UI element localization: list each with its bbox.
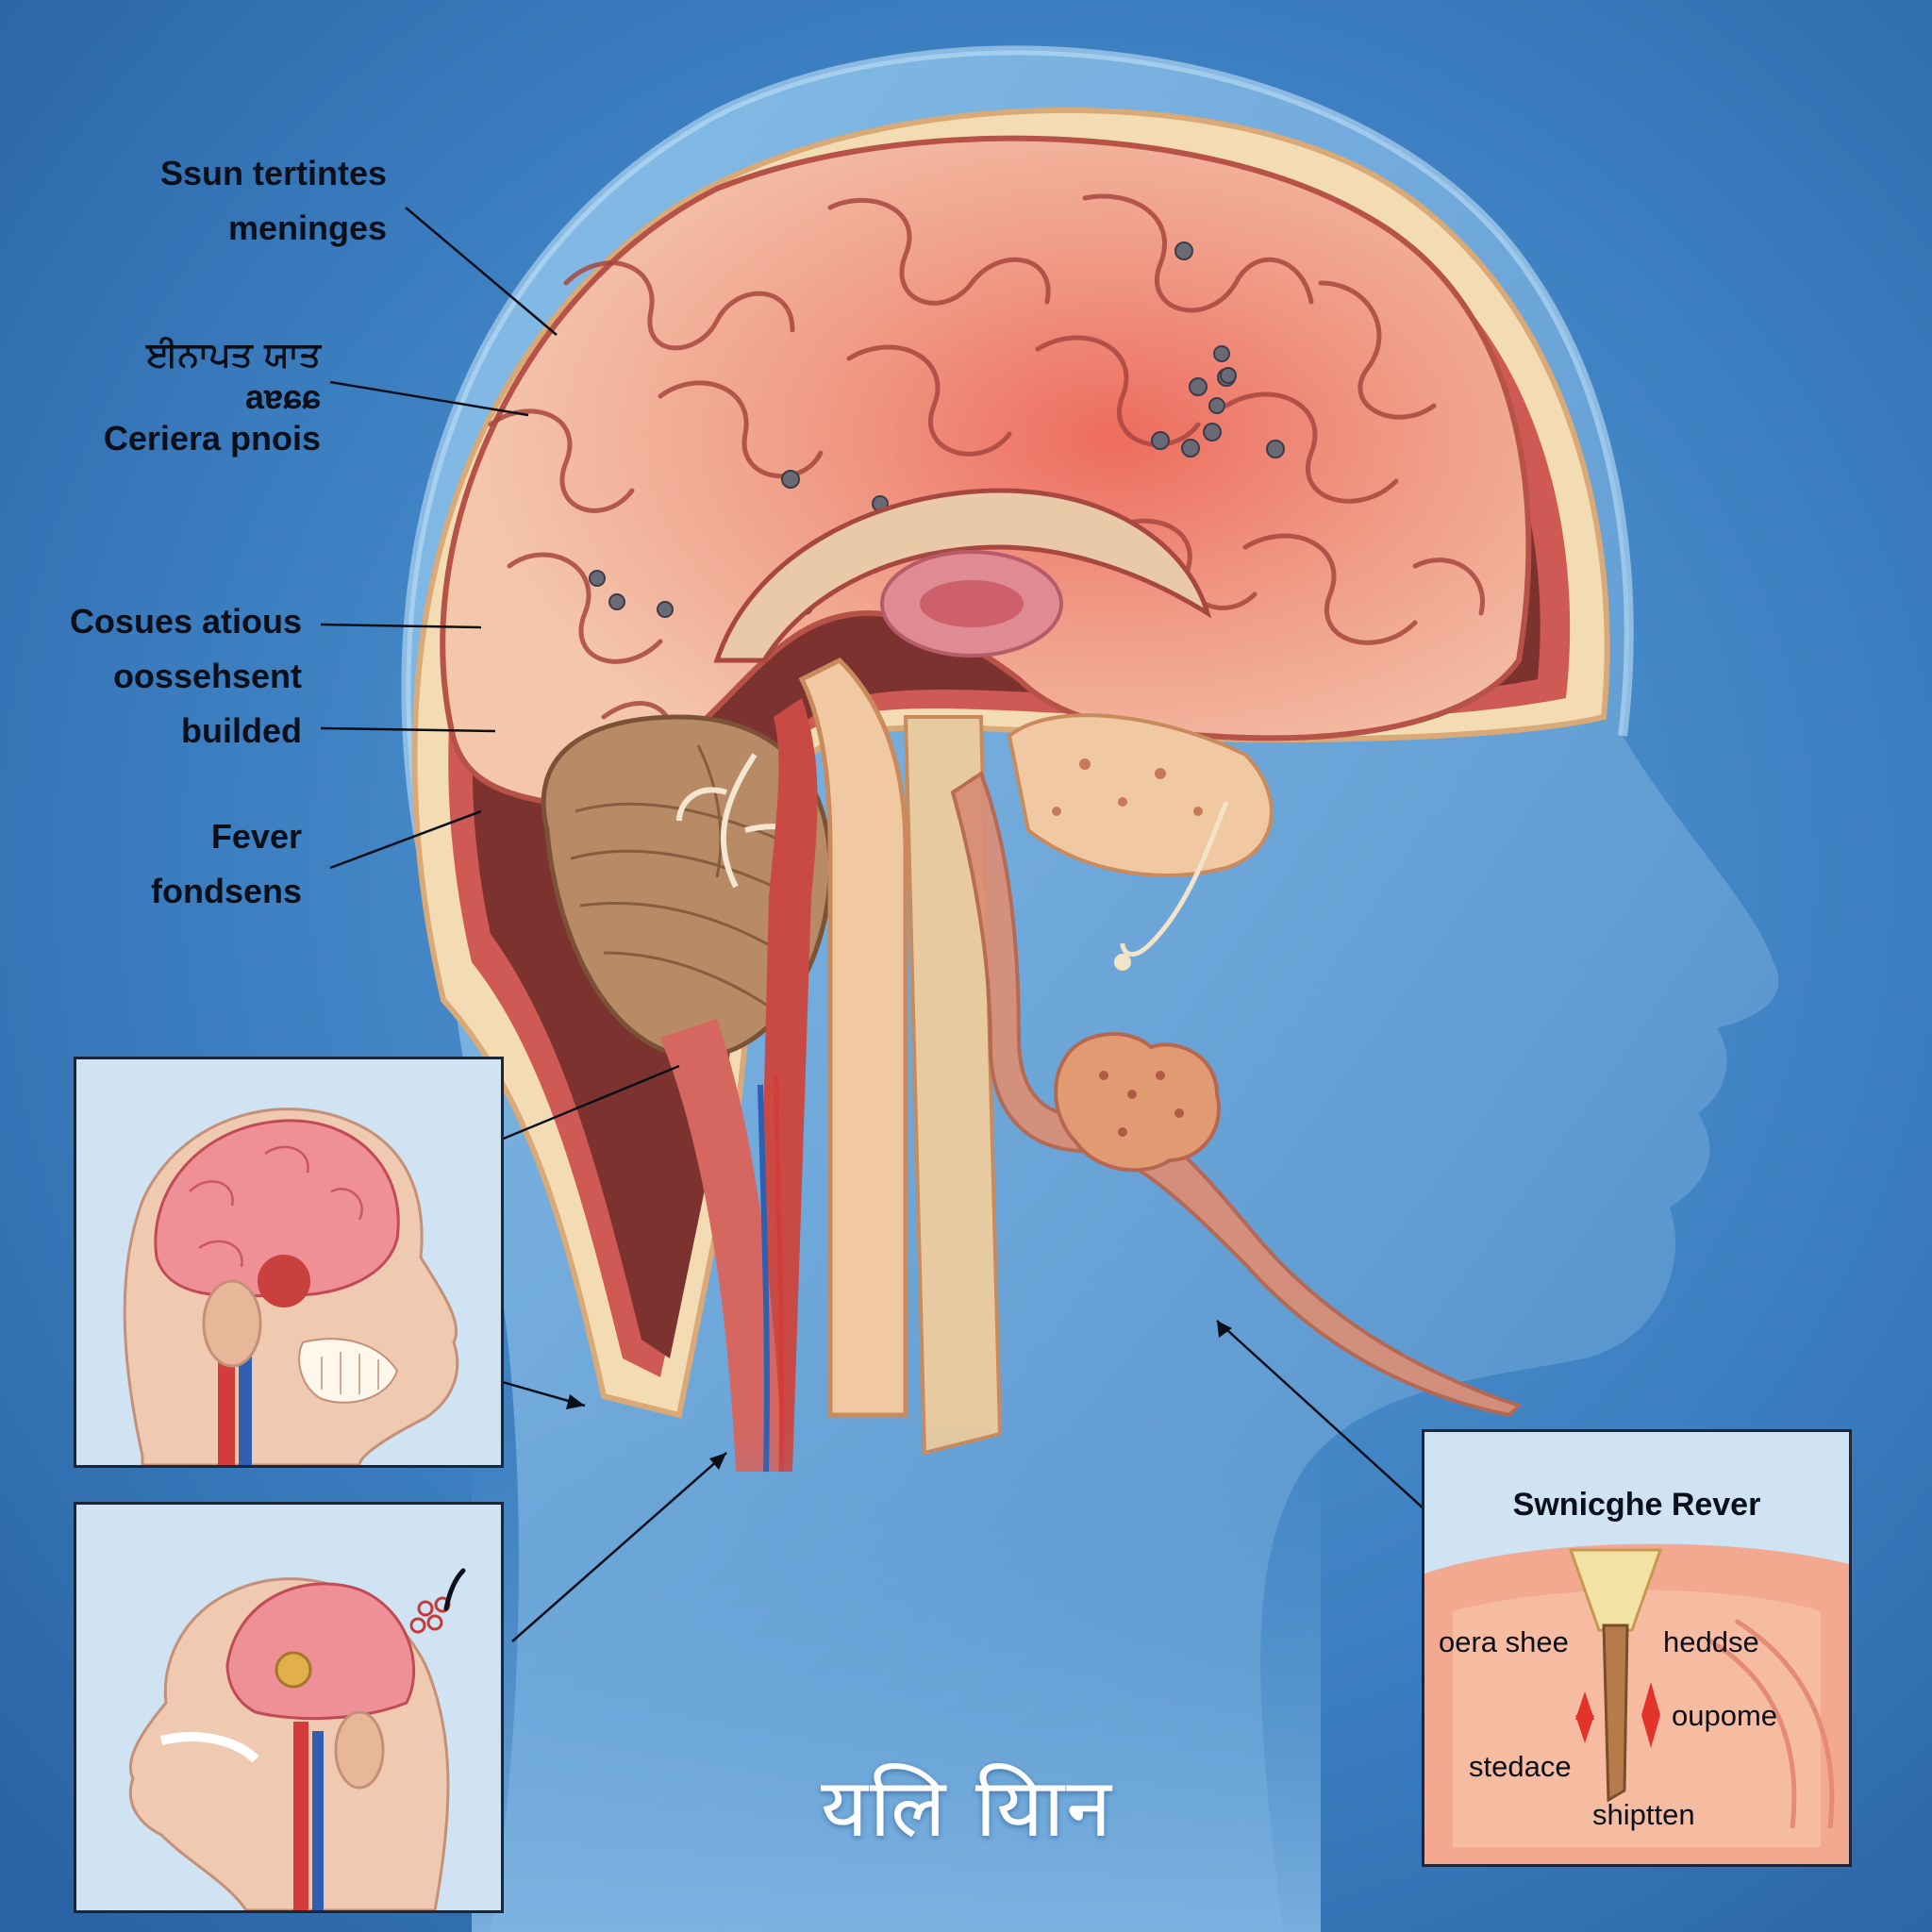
inset-detail-title: Swnicghe Rever [1512,1487,1761,1523]
spinal-canal-red [755,698,818,1472]
inset-label-right-top: heddse [1663,1625,1759,1658]
gyri-folds [488,193,1485,748]
vertebral-meninges [660,1019,783,1472]
tonsil [1054,1032,1221,1173]
label-meninges-line-2: meninges [227,208,387,247]
tonsil-dots [1099,1071,1184,1137]
label-cortex-line-3: builded [181,711,302,750]
label-cerebral-line-1: ਈਨਾਪਤ ਯਾਤ [146,336,321,375]
inset-detail-drawing [1424,1432,1849,1864]
label-cortex-line-2: oossehsent [112,657,302,695]
olfactory-nerve [1120,801,1229,957]
sinus-dots [1052,758,1203,816]
inset-label-right-mid: oupome [1672,1699,1778,1732]
arrow-heads [566,1321,1232,1470]
label-meninges: Ssun tertintes meninges [94,146,387,256]
neck-fade [472,1415,1321,1932]
inset-label-left-bottom: stedace [1469,1750,1572,1783]
label-cerebral-line-3: Ceriera pnois [103,419,321,458]
label-cerebral-line-2: aɐɕɕ [244,377,321,416]
inset-detail: Swnicghe Rever oera shee heddse oupome s… [1422,1429,1852,1867]
label-cerebral: ਈਨਾਪਤ ਯਾਤ aɐɕɕ Ceriera pnois [38,335,321,459]
label-fever-line-1: Fever [210,817,302,856]
label-cortex-line-1: Cosues atious [69,602,302,641]
sphenoid-sinus [1007,713,1274,877]
inset-label-bottom: shiptten [1592,1798,1695,1831]
label-cortex: Cosues atious oossehsent builded [28,594,302,758]
cerebrum [440,135,1532,806]
nerve-end [1114,954,1131,971]
corpus-callosum [713,488,1212,663]
inset-head-cross-section [74,1057,504,1468]
bottom-caption: यलि यिान [821,1761,1113,1856]
label-meninges-line-1: Ssun tertintes [159,154,387,192]
ventricle [920,580,1024,627]
pharynx [950,770,1523,1418]
label-fever-line-2: fondsens [150,872,302,910]
inset-label-left-top: oera shee [1439,1625,1569,1658]
head-outline-glow [401,45,1634,945]
label-fever: Fever fondsens [113,809,302,919]
inset-lateral-head [74,1502,504,1913]
inset-head-cross-section-drawing [76,1059,501,1465]
leader-lines [320,207,1529,1642]
inset-lateral-head-drawing [76,1505,501,1910]
